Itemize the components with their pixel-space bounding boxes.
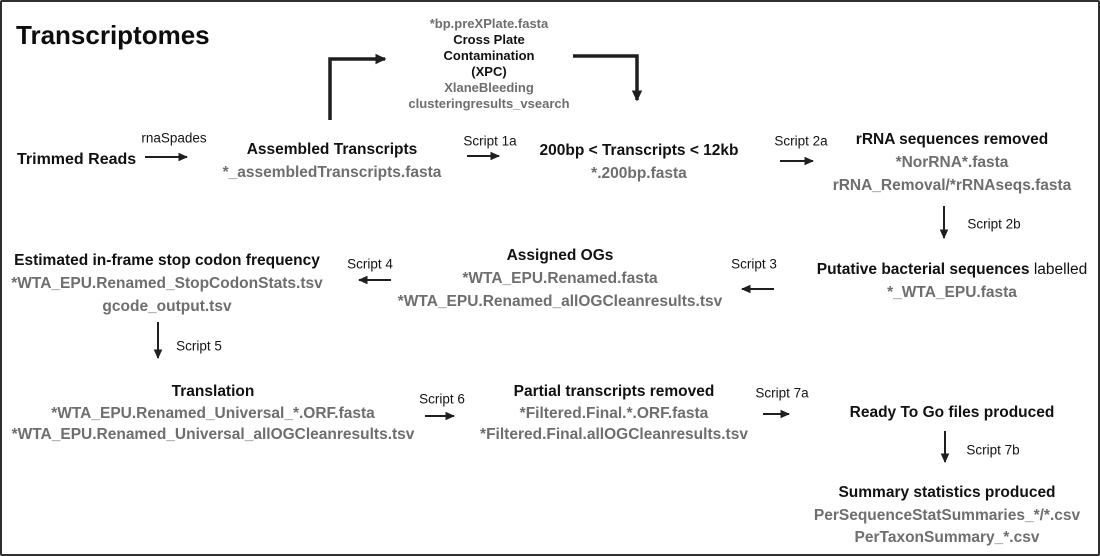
arrow-to-xpc	[328, 53, 387, 120]
node-file: *_WTA_EPU.fasta	[887, 284, 1017, 301]
node-title: Summary statistics produced	[838, 484, 1056, 501]
node-title: Cross Plate	[453, 32, 525, 47]
edge-label-script-2b: Script 2b	[967, 216, 1021, 232]
page-title: Transcriptomes	[16, 20, 210, 50]
node-assigned-ogs: Assigned OGs *WTA_EPU.Renamed.fasta *WTA…	[398, 244, 722, 313]
node-file: *WTA_EPU.Renamed_allOGCleanresults.tsv	[397, 293, 723, 310]
node-title: Assembled Transcripts	[246, 141, 418, 158]
node-file: gcode_output.tsv	[102, 298, 232, 315]
node-translation: Translation *WTA_EPU.Renamed_Universal_*…	[12, 381, 415, 446]
node-title: Trimmed Reads	[17, 151, 137, 168]
node-summary-stats: Summary statistics produced PerSequenceS…	[814, 482, 1080, 550]
node-ready-to-go: Ready To Go files produced	[850, 401, 1055, 424]
node-file: PerTaxonSummary_*.csv	[854, 529, 1040, 546]
node-title-bold: Putative bacterial sequences	[816, 261, 1030, 278]
node-file: *WTA_EPU.Renamed_Universal_*.ORF.fasta	[51, 404, 375, 422]
edge-label-script-1a: Script 1a	[463, 133, 517, 149]
node-file: rRNA_Removal/*rRNAseqs.fasta	[832, 177, 1072, 194]
edge-label-script-3: Script 3	[731, 256, 777, 272]
arrow-from-xpc	[573, 54, 643, 102]
node-file: *Filtered.Final.*.ORF.fasta	[519, 404, 709, 422]
node-file: *NorRNA*.fasta	[895, 154, 1009, 171]
node-cross-plate-contamination: *bp.preXPlate.fasta Cross Plate Contamin…	[408, 16, 569, 112]
node-title: rRNA sequences removed	[855, 131, 1049, 148]
node-file: *_assembledTranscripts.fasta	[222, 164, 442, 181]
edge-label-script-5: Script 5	[176, 338, 222, 354]
node-file: PerSequenceStatSummaries_*/*.csv	[813, 506, 1081, 524]
node-file: *WTA_EPU.Renamed_Universal_allOGCleanres…	[11, 426, 415, 443]
node-title: (XPC)	[471, 64, 507, 79]
node-file: clusteringresults_vsearch	[408, 96, 570, 111]
node-title: Assigned OGs	[506, 247, 614, 264]
node-file: *bp.preXPlate.fasta	[429, 16, 549, 31]
node-title: Ready To Go files produced	[849, 404, 1055, 421]
node-assembled-transcripts: Assembled Transcripts *_assembledTranscr…	[223, 138, 442, 184]
node-file: XlaneBleeding	[444, 80, 534, 95]
node-putative-bacterial: Putative bacterial sequences labelled *_…	[817, 258, 1088, 304]
node-stop-codon-frequency: Estimated in-frame stop codon frequency …	[11, 249, 322, 318]
node-trimmed-reads: Trimmed Reads	[17, 148, 136, 171]
edge-label-script-4: Script 4	[347, 256, 393, 272]
node-rrna-removed: rRNA sequences removed *NorRNA*.fasta rR…	[833, 128, 1072, 197]
edge-label-script-6: Script 6	[419, 391, 465, 407]
node-title-regular: labelled	[1033, 261, 1088, 278]
edge-label-script-7a: Script 7a	[755, 385, 809, 401]
node-size-filter: 200bp < Transcripts < 12kb *.200bp.fasta	[539, 139, 738, 185]
edge-label-rnaspades: rnaSpades	[141, 130, 207, 146]
node-partial-removed: Partial transcripts removed *Filtered.Fi…	[480, 381, 748, 446]
node-file: *WTA_EPU.Renamed_StopCodonStats.tsv	[11, 275, 323, 292]
node-title: 200bp < Transcripts < 12kb	[539, 142, 739, 159]
node-file: *.200bp.fasta	[591, 165, 687, 182]
edge-label-script-2a: Script 2a	[774, 133, 828, 149]
node-file: *WTA_EPU.Renamed.fasta	[462, 270, 658, 287]
node-title: Translation	[171, 383, 255, 400]
node-title: Contamination	[443, 48, 535, 63]
node-title: Putative bacterial sequences labelled	[817, 258, 1088, 281]
node-title: Estimated in-frame stop codon frequency	[14, 252, 320, 269]
edge-label-script-7b: Script 7b	[966, 442, 1020, 458]
node-title: Partial transcripts removed	[513, 383, 715, 400]
node-file: *Filtered.Final.allOGCleanresults.tsv	[480, 426, 748, 443]
